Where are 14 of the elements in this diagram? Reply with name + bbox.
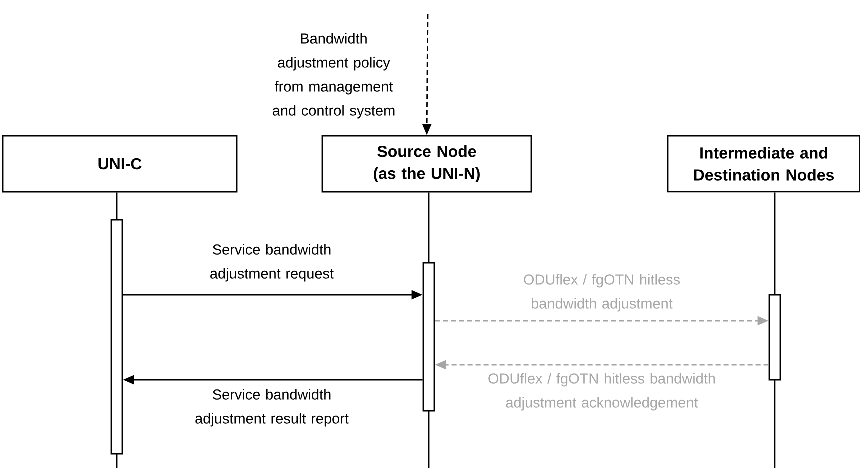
lifeline	[774, 192, 776, 294]
participant-box: Intermediate and Destination Nodes	[667, 135, 860, 193]
activation-bar	[422, 262, 436, 412]
edge-label: Bandwidth adjustment policy from management and control system	[272, 33, 395, 119]
activation-bar	[768, 294, 782, 381]
edge-label: Service bandwidth adjustment request	[210, 244, 334, 282]
edge-label: Service bandwidth adjustment result report	[196, 389, 349, 427]
lifeline	[428, 192, 430, 262]
lifeline	[116, 192, 118, 220]
edge-label: ODUflex / fgOTN hitless bandwidth adjustment	[524, 274, 680, 312]
participant-box: Source Node (as the UNI-N)	[322, 135, 532, 193]
participant-box: UNI-C	[2, 135, 238, 193]
activation-bar	[110, 219, 124, 455]
edge-label: ODUflex / fgOTN hitless bandwidth adjustment acknowledgement	[488, 373, 716, 411]
